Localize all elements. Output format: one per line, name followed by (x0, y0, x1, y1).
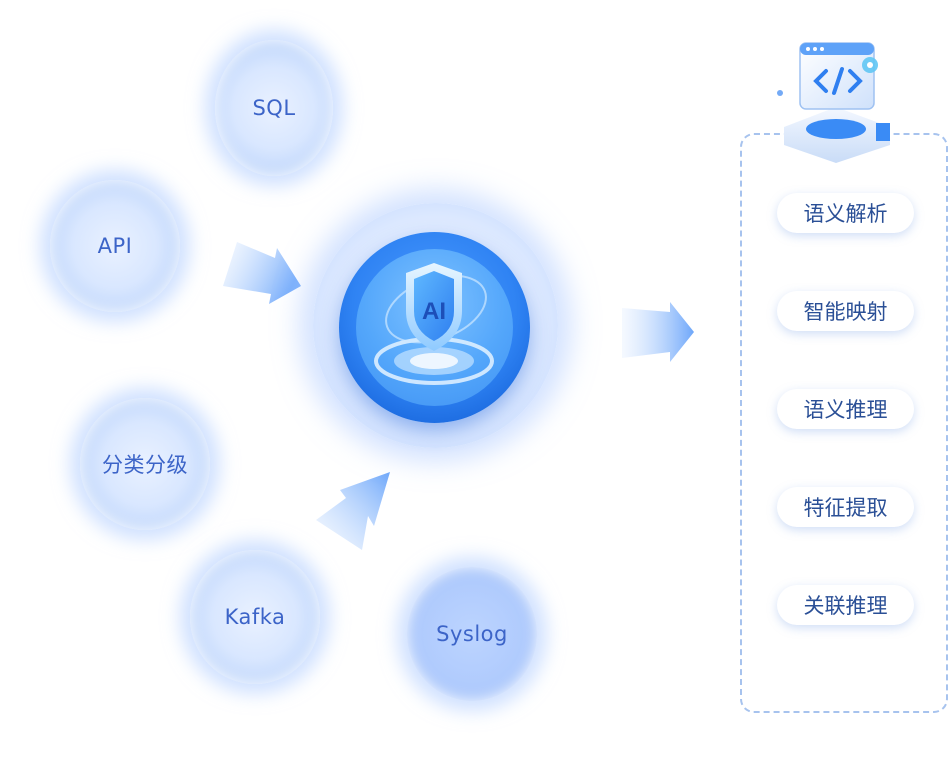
source-bubble-classification: 分类分级 (80, 398, 210, 530)
capability-label: 语义推理 (803, 398, 888, 422)
source-bubble-kafka: Kafka (190, 550, 320, 684)
capability-item: 关联推理 (777, 585, 914, 625)
capability-item: 语义解析 (777, 193, 914, 233)
source-label: Kafka (224, 605, 286, 629)
source-bubble-api: API (50, 180, 180, 312)
ai-shield-icon: AI (374, 263, 494, 385)
capability-label: 特征提取 (803, 496, 888, 520)
capability-label: 语义解析 (803, 202, 888, 226)
capability-item: 智能映射 (777, 291, 914, 331)
source-label: 分类分级 (102, 453, 188, 477)
source-label: API (97, 234, 133, 258)
capability-item: 特征提取 (777, 487, 914, 527)
capability-label: 关联推理 (803, 594, 888, 618)
source-bubble-sql: SQL (215, 40, 333, 176)
source-bubble-syslog: Syslog (407, 567, 537, 701)
arrow-right-icon (622, 302, 694, 362)
capability-label: 智能映射 (803, 300, 888, 324)
hub-label: AI (422, 298, 446, 325)
source-label: Syslog (436, 622, 508, 646)
arrow-upper-left-icon (223, 242, 301, 304)
arrow-lower-left-icon (316, 472, 390, 550)
code-window-icon (777, 42, 890, 163)
capability-item: 语义推理 (777, 389, 914, 429)
source-label: SQL (252, 96, 296, 120)
